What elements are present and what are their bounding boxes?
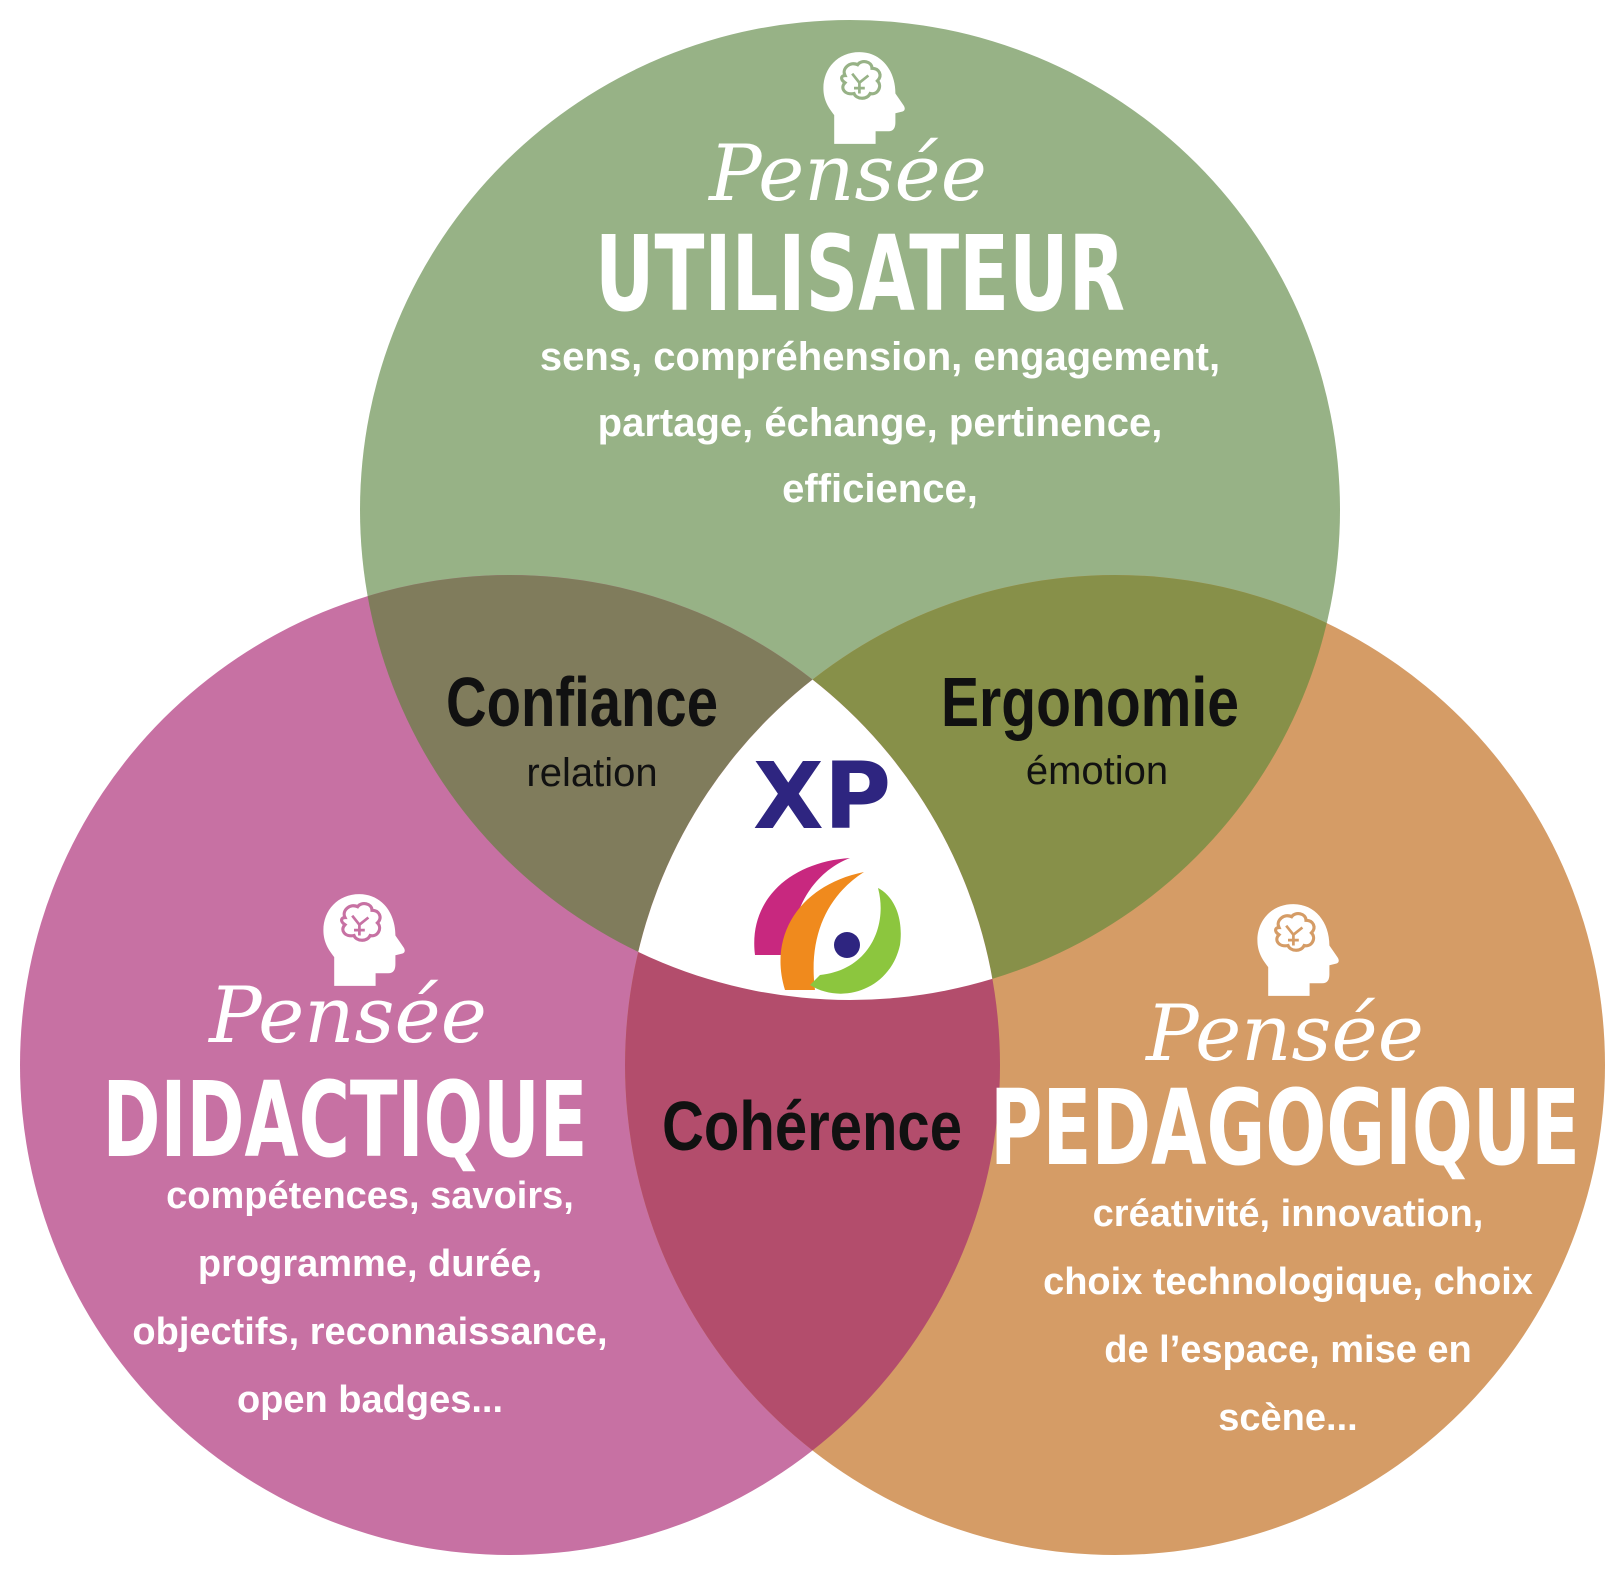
pedagogique-line-4: scène... <box>1218 1397 1357 1439</box>
didactique-title: DIDACTIQUE <box>103 1059 588 1181</box>
didactique-line-1: compétences, savoirs, <box>166 1175 574 1217</box>
xp-label: XP <box>753 743 891 850</box>
didactique-line-3: objectifs, reconnaissance, <box>132 1311 607 1353</box>
utilisateur-script-label: Pensée <box>707 129 987 219</box>
pedagogique-line-2: choix technologique, choix <box>1043 1261 1533 1303</box>
pedagogique-title: PEDAGOGIQUE <box>990 1067 1580 1189</box>
didactique-line-4: open badges... <box>237 1379 503 1421</box>
coherence-label: Cohérence <box>662 1087 962 1165</box>
pedagogique-line-1: créativité, innovation, <box>1093 1193 1484 1235</box>
utilisateur-line-1: sens, compréhension, engagement, <box>540 335 1220 379</box>
swirl-logo-icon <box>754 858 901 994</box>
confiance-label: Confiance <box>446 663 718 741</box>
pedagogique-script-label: Pensée <box>1144 989 1424 1079</box>
utilisateur-line-3: efficience, <box>782 467 978 511</box>
pedagogique-line-3: de l’espace, mise en <box>1104 1329 1472 1371</box>
confiance-sub-label: relation <box>526 751 657 795</box>
center-overlap <box>625 575 1000 1000</box>
utilisateur-line-2: partage, échange, pertinence, <box>598 401 1163 445</box>
ergonomie-label: Ergonomie <box>941 663 1239 741</box>
utilisateur-title: UTILISATEUR <box>595 213 1125 335</box>
ergonomie-sub-label: émotion <box>1026 749 1168 793</box>
didactique-script-label: Pensée <box>207 971 487 1061</box>
didactique-line-2: programme, durée, <box>198 1243 542 1285</box>
